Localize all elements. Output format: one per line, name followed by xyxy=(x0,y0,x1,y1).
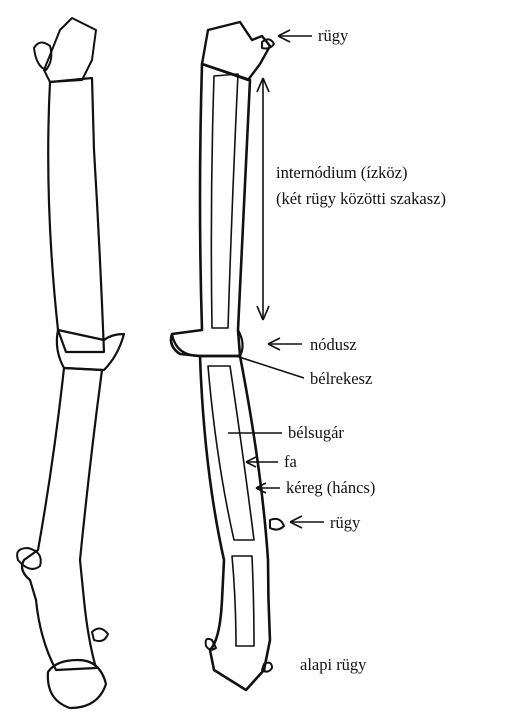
label-rugy-bottom: rügy xyxy=(290,513,361,532)
belsugar-text: bélsugár xyxy=(288,423,344,442)
internodium-sublabel: (két rügy közötti szakasz) xyxy=(276,189,446,208)
label-fa: fa xyxy=(246,452,297,471)
fa-text: fa xyxy=(284,452,297,471)
nodusz-text: nódusz xyxy=(310,335,357,354)
rugy-bottom-text: rügy xyxy=(330,513,361,532)
alapi-rugy-label: alapi rügy xyxy=(300,655,367,674)
cane-exterior-view xyxy=(17,18,124,708)
cane-section-view xyxy=(171,22,284,690)
label-belsugar: bélsugár xyxy=(228,423,344,442)
rugy-top-text: rügy xyxy=(318,26,349,45)
internodium-label: internódium (ízköz) xyxy=(276,163,408,182)
kereg-text: kéreg (háncs) xyxy=(286,478,375,497)
label-belrekesz: bélrekesz xyxy=(236,356,372,388)
label-nodusz: nódusz xyxy=(268,335,357,354)
belrekesz-text: bélrekesz xyxy=(310,369,372,388)
label-kereg: kéreg (háncs) xyxy=(256,478,375,497)
label-rugy-top: rügy xyxy=(278,26,349,45)
internodium-span-arrow xyxy=(257,78,269,320)
